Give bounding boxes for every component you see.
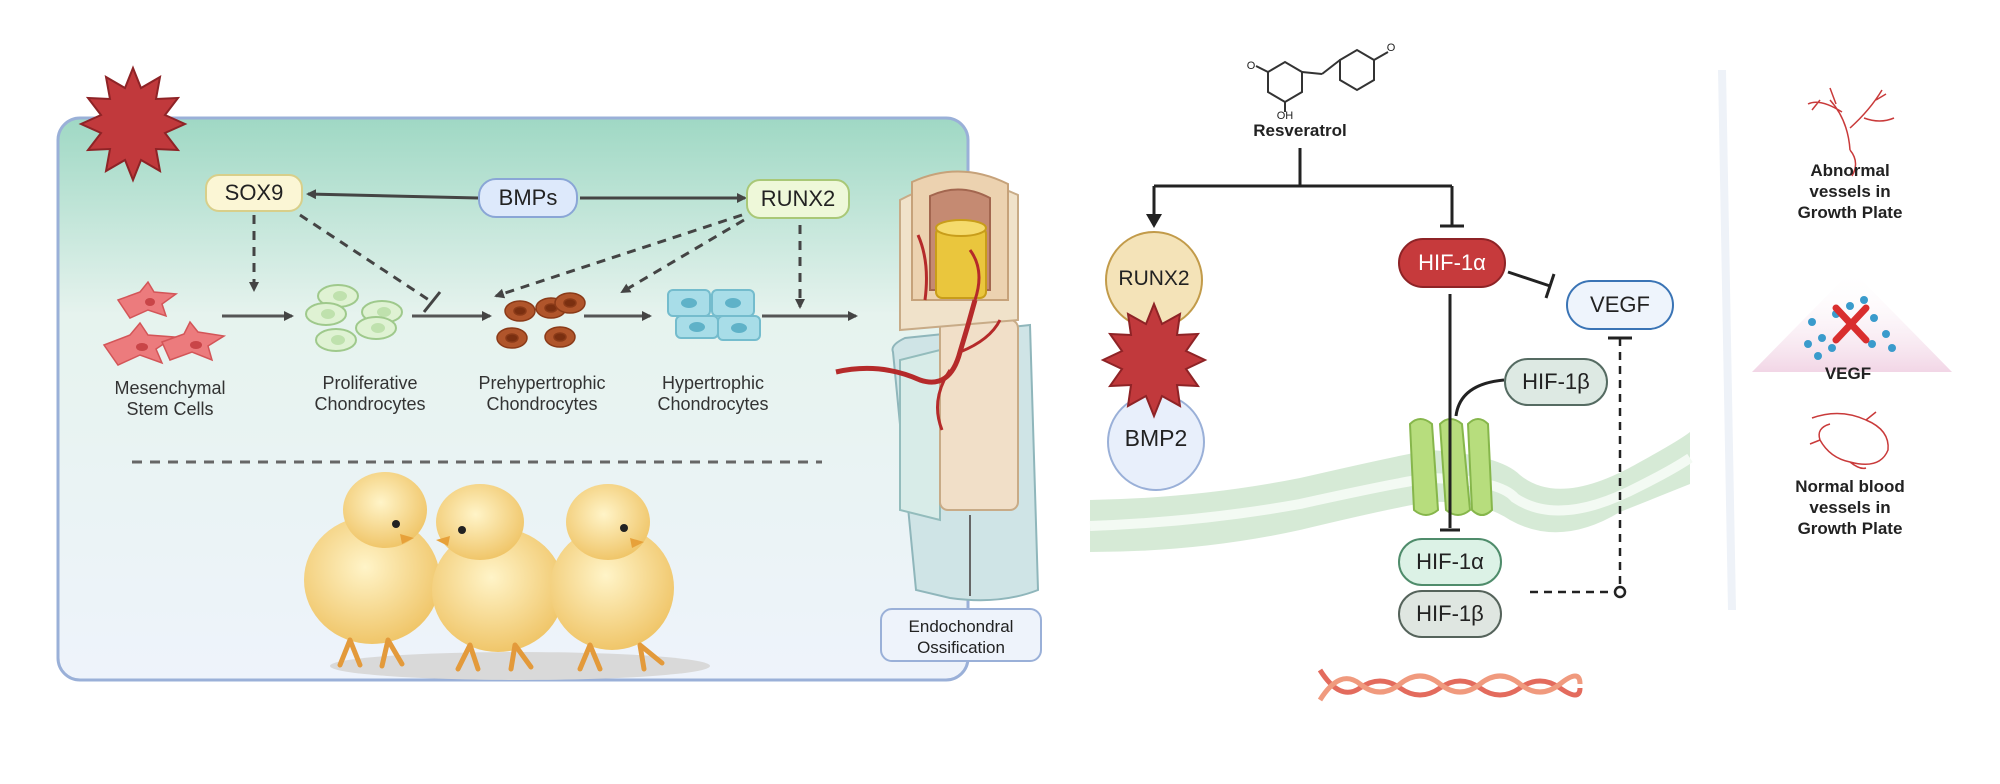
vegf-node: VEGF (1566, 280, 1674, 330)
mesenchymal-cells-icon (102, 280, 227, 366)
membrane-receptor-icon (1408, 418, 1494, 516)
feedback-node (1613, 585, 1627, 599)
bmps-node: BMPs (478, 178, 578, 218)
resveratrol-structure-icon (1255, 48, 1389, 112)
inhibit-bar-vegf (1544, 273, 1556, 299)
resveratrol-atom-oh: OH (1276, 110, 1294, 122)
sox9-node: SOX9 (205, 174, 303, 212)
resveratrol-label: Resveratrol (1253, 121, 1347, 140)
cell-label-prehypertrophic: Prehypertrophic Chondrocytes (478, 373, 606, 414)
dna-icon (1317, 668, 1583, 702)
hif1b-connector (1454, 378, 1505, 417)
resveratrol-atom-o-right: O (1386, 42, 1396, 54)
hypertrophic-chondrocytes-icon (667, 289, 761, 341)
runx2-to-prehyp-dashed (494, 213, 743, 299)
cell-label-proliferative: Proliferative Chondrocytes (314, 373, 426, 414)
prehypertrophic-chondrocytes-icon (496, 292, 586, 349)
hif1b-receptor-node: HIF-1β (1504, 358, 1608, 406)
cell-label-hypertrophic: Hypertrophic Chondrocytes (657, 373, 769, 414)
runx2-node: RUNX2 (746, 179, 850, 219)
proliferative-chondrocytes-icon (305, 284, 403, 352)
cross-icon (1832, 304, 1870, 344)
hif1a-bottom-node: HIF-1α (1398, 538, 1502, 586)
abnormal-vessels-icon (1807, 87, 1895, 177)
red-starburst-icon (78, 65, 188, 183)
resveratrol-atom-o-left: O (1246, 60, 1256, 72)
abnormal-vessels-label: Abnormal vessels in Growth Plate (1797, 161, 1903, 222)
sox9-inhibits-prehyp (299, 213, 433, 304)
vegf-side-label: VEGF (1824, 364, 1872, 383)
normal-vessels-icon (1809, 411, 1889, 470)
cell-label-msc: Mesenchymal Stem Cells (114, 378, 226, 419)
resveratrol-branch-lines (1152, 148, 1454, 226)
arrowhead-to-runx2 (1146, 214, 1162, 228)
red-starburst-icon-2 (1100, 301, 1208, 419)
arrow-bmps-to-sox9 (306, 189, 479, 200)
endochondral-ossification-label: Endochondral Ossification (880, 608, 1042, 662)
inhibit-bar-1 (422, 291, 442, 313)
runx2-label: RUNX2 (1118, 267, 1190, 290)
hif1a-inhibits-vegf (1507, 270, 1551, 288)
cell-membrane (1090, 432, 1690, 552)
bmp2-label: BMP2 (1124, 425, 1188, 451)
side-panel-divider (1718, 70, 1736, 610)
runx2-to-hyp-dashed (620, 218, 745, 294)
long-bone-illustration (835, 170, 1040, 602)
hif1b-bottom-node: HIF-1β (1398, 590, 1502, 638)
chicks-image (304, 472, 710, 680)
hif1a-top-node: HIF-1α (1398, 238, 1506, 288)
normal-vessels-label: Normal blood vessels in Growth Plate (1795, 477, 1905, 538)
